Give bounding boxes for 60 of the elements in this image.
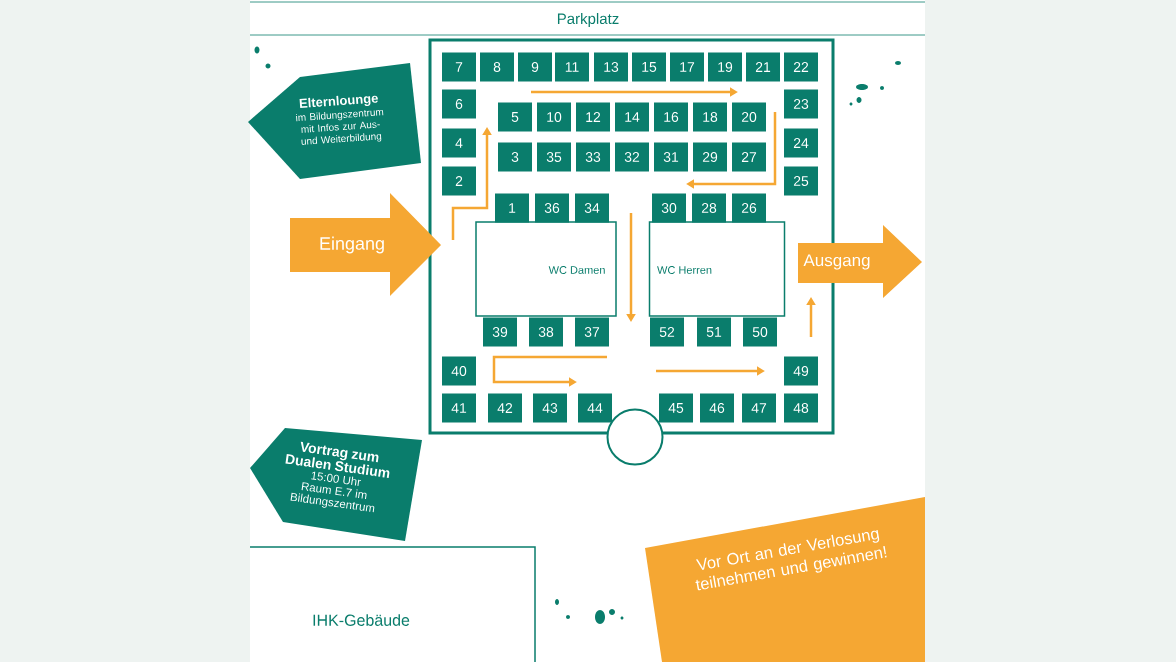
booth-box: 4 (442, 128, 476, 158)
booth-box: 51 (697, 317, 731, 347)
booth-box: 6 (442, 89, 476, 119)
booth-box: 20 (732, 102, 766, 132)
info-tag: Elternlounge im Bildungszentrum mit Infos zur Aus- und Weiterbildung (248, 63, 421, 179)
round-marker (606, 408, 664, 466)
booth-box: 22 (784, 52, 818, 82)
info-tag: Vortrag zum Dualen Studium 15:00 Uhr Raum E.7 im Bildungszentrum (250, 428, 422, 541)
booth-box: 46 (700, 393, 734, 423)
booth-box: 34 (575, 193, 609, 223)
booth-box: 30 (652, 193, 686, 223)
booth-box: 11 (555, 52, 589, 82)
booth-box: 48 (784, 393, 818, 423)
booth-box: 52 (650, 317, 684, 347)
booth-box: 27 (732, 142, 766, 172)
booth-box: 19 (708, 52, 742, 82)
booth-box: 31 (654, 142, 688, 172)
booth-box: 26 (732, 193, 766, 223)
booth-box: 16 (654, 102, 688, 132)
booth-box: 2 (442, 166, 476, 196)
booth-box: 43 (533, 393, 567, 423)
booth-box: 17 (670, 52, 704, 82)
booth-box: 14 (615, 102, 649, 132)
booth-box: 9 (518, 52, 552, 82)
booth-box: 35 (537, 142, 571, 172)
booth-box: 3 (498, 142, 532, 172)
booth-box: 23 (784, 89, 818, 119)
booth-box: 10 (537, 102, 571, 132)
booth-box: 38 (529, 317, 563, 347)
booth-box: 40 (442, 356, 476, 386)
booth-box: 13 (594, 52, 628, 82)
prize-banner: Vor Ort an der Verlosung teilnehmen und gewinnen! (645, 497, 925, 662)
booth-box: 47 (742, 393, 776, 423)
booth-box: 49 (784, 356, 818, 386)
booth-box: 24 (784, 128, 818, 158)
building-outline: IHK-Gebäude (249, 546, 536, 662)
booth-box: 42 (488, 393, 522, 423)
booth-box: 45 (659, 393, 693, 423)
booth-box: 33 (576, 142, 610, 172)
booth-box: 21 (746, 52, 780, 82)
booth-box: 32 (615, 142, 649, 172)
booth-box: 8 (480, 52, 514, 82)
booth-box: 1 (495, 193, 529, 223)
booth-box: 39 (483, 317, 517, 347)
booth-box: 28 (692, 193, 726, 223)
booth-box: 37 (575, 317, 609, 347)
booth-box: 36 (535, 193, 569, 223)
restroom-box: WC Damen (475, 221, 617, 317)
parking-band: Parkplatz (249, 1, 926, 36)
booth-box: 5 (498, 102, 532, 132)
booth-box: 25 (784, 166, 818, 196)
booth-box: 12 (576, 102, 610, 132)
booth-box: 7 (442, 52, 476, 82)
restroom-box: WC Herren (648, 221, 786, 317)
booth-box: 15 (632, 52, 666, 82)
booth-box: 44 (578, 393, 612, 423)
booth-box: 29 (693, 142, 727, 172)
booth-box: 50 (743, 317, 777, 347)
booth-box: 41 (442, 393, 476, 423)
booth-box: 18 (693, 102, 727, 132)
